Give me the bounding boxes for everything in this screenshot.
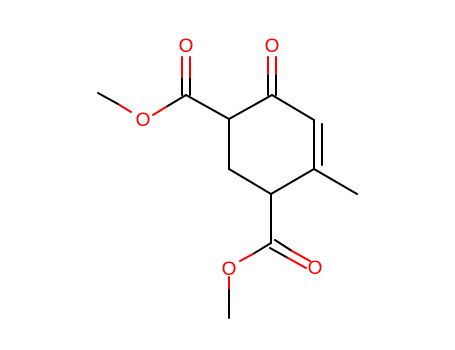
bond-ester1-o-me-b xyxy=(97,92,119,105)
atom-o-ketone: O xyxy=(265,36,280,57)
atom-labels: O O O O O xyxy=(136,36,323,280)
bond-ester2-co-1b xyxy=(287,257,307,269)
bond-c1-ester1-c xyxy=(185,94,230,120)
bond-ester2-co-2a xyxy=(274,239,293,252)
bond-c2-c3 xyxy=(271,94,315,121)
bond-c4-c5 xyxy=(270,168,315,195)
atom-o-ester2-ether: O xyxy=(222,259,237,280)
bond-ester1-o-me-a xyxy=(117,103,132,113)
atom-o-ester1-carbonyl: O xyxy=(179,36,194,57)
bond-c5-c6 xyxy=(228,168,272,195)
bond-ester2-co-1a xyxy=(269,247,289,259)
bond-ester1-c-o-b xyxy=(152,106,167,116)
bond-ester2-c-o-b xyxy=(239,253,254,262)
bond-ester1-c-o-a xyxy=(165,94,187,108)
atom-o-ester1-ether: O xyxy=(136,110,151,131)
bond-c4-methyl xyxy=(313,168,358,195)
bond-ester2-co-2b xyxy=(291,250,311,262)
bond-c1-c2 xyxy=(228,94,273,120)
bonds xyxy=(97,56,358,319)
bond-ester2-c-o-a xyxy=(252,242,272,255)
atom-o-ester2-carbonyl: O xyxy=(308,258,323,279)
